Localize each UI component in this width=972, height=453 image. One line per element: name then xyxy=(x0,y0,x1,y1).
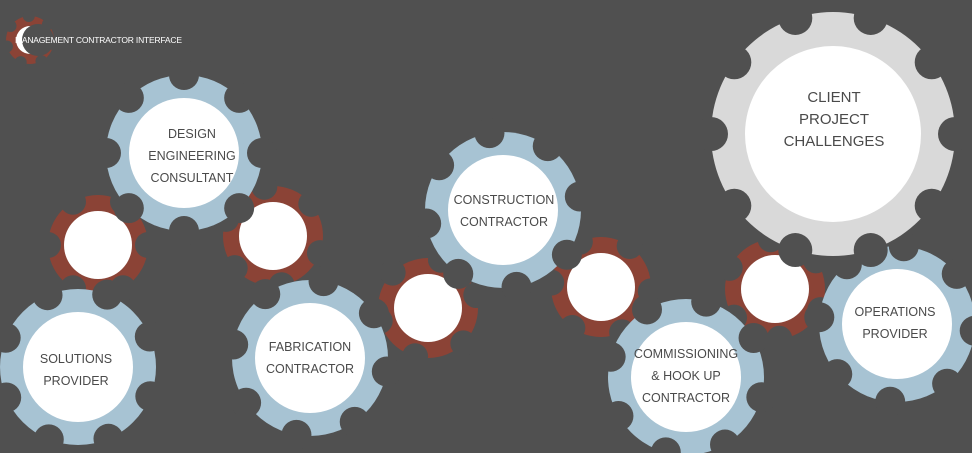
gear-label-operations: OPERATIONS PROVIDER xyxy=(854,301,935,345)
page-title: MANAGEMENT CONTRACTOR INTERFACE xyxy=(15,35,182,45)
gear-label-construction: CONSTRUCTION CONTRACTOR xyxy=(454,189,555,233)
gear-design xyxy=(91,60,277,246)
label-line: PROVIDER xyxy=(862,327,928,341)
gear-commissioning xyxy=(595,286,777,453)
gear-solutions xyxy=(0,279,166,453)
label-line: & HOOK UP xyxy=(651,369,721,383)
label-line: COMMISSIONING xyxy=(633,347,739,361)
label-line: CONTRACTOR xyxy=(460,215,548,229)
gear-label-fabrication: FABRICATION CONTRACTOR xyxy=(266,336,354,380)
gear-label-commissioning: COMMISSIONING & HOOK UP CONTRACTOR xyxy=(634,343,738,409)
label-line: OPERATIONS xyxy=(854,305,936,319)
label-line: CLIENT xyxy=(807,89,861,106)
gear-operations xyxy=(804,231,972,417)
label-line: PROVIDER xyxy=(43,374,109,388)
label-line: SOLUTIONS xyxy=(39,352,113,366)
label-line: CONTRACTOR xyxy=(266,362,354,376)
label-line: CONSTRUCTION xyxy=(453,193,555,207)
gear-label-design: DESIGN ENGINEERING CONSULTANT xyxy=(148,123,236,189)
gear-construction xyxy=(411,118,595,302)
gear-fabrication xyxy=(218,266,402,450)
label-line: CONTRACTOR xyxy=(642,391,730,405)
gear-label-client: CLIENT PROJECT CHALLENGES xyxy=(784,87,885,153)
gear-client xyxy=(694,0,972,268)
label-line: CHALLENGES xyxy=(783,133,885,150)
label-line: PROJECT xyxy=(798,111,869,128)
label-line: FABRICATION xyxy=(268,340,352,354)
red-gear xyxy=(716,226,834,352)
label-line: CONSULTANT xyxy=(150,171,234,185)
label-line: ENGINEERING xyxy=(148,149,236,163)
label-line: DESIGN xyxy=(168,127,216,141)
gear-label-solutions: SOLUTIONS PROVIDER xyxy=(40,348,112,392)
